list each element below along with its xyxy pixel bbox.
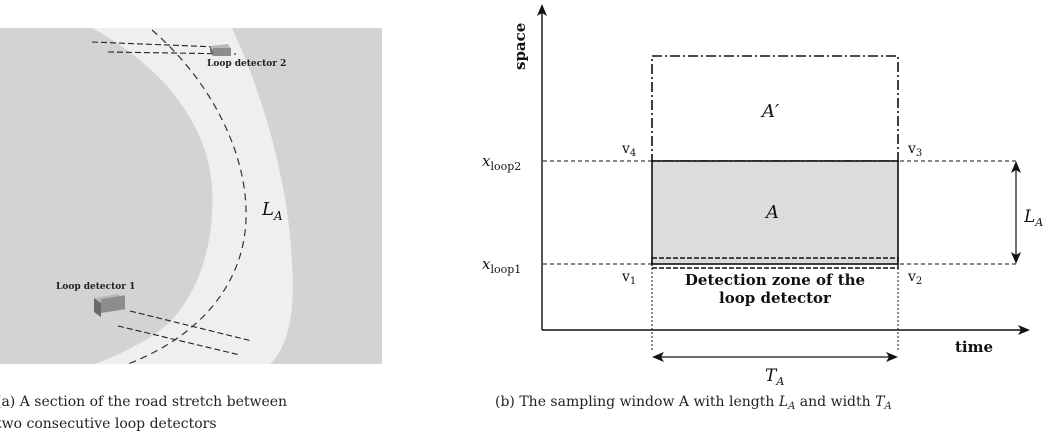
loop1-position-label: xloop1 bbox=[482, 255, 521, 276]
vertex-v2-label: v2 bbox=[907, 269, 922, 287]
caption-a-line1: (a) A section of the road stretch betwee… bbox=[0, 394, 287, 410]
detection-zone-rectangle bbox=[651, 257, 899, 269]
loop-detector-2-label: Loop detector 2 bbox=[207, 59, 286, 69]
road-surface bbox=[92, 28, 293, 364]
caption-b: (b) The sampling window A with length LA… bbox=[495, 394, 892, 412]
loop1-boundary-line bbox=[129, 310, 253, 342]
region-a-label: A bbox=[764, 202, 779, 223]
sampling-window-a bbox=[651, 160, 899, 265]
road-lane-line bbox=[127, 29, 247, 365]
road-length-label: LA bbox=[261, 199, 283, 223]
panel-b-space-time-diagram: space time xloop2 xloop1 v4 v3 v1 v2 A′ … bbox=[482, 4, 1043, 388]
loop-detector-1-icon bbox=[94, 294, 125, 317]
y-axis-label: space bbox=[511, 23, 529, 70]
vertex-v3-label: v3 bbox=[907, 141, 922, 159]
vertex-v4-label: v4 bbox=[621, 141, 636, 159]
region-a-prime-label: A′ bbox=[760, 101, 779, 122]
detection-zone-label-line1: Detection zone of the bbox=[685, 271, 865, 289]
caption-a-line2: two consecutive loop detectors bbox=[0, 416, 217, 432]
vertex-v1-label: v1 bbox=[621, 269, 636, 287]
loop1-boundary-line bbox=[117, 325, 241, 356]
x-axis-label: time bbox=[955, 338, 993, 356]
loop2-boundary-line bbox=[91, 41, 219, 48]
loop2-boundary-line bbox=[107, 51, 237, 55]
width-dimension-label: TA bbox=[765, 366, 784, 388]
panel-a-road-map: Loop detector 2 Loop detector 1 LA bbox=[0, 28, 382, 365]
loop2-position-label: xloop2 bbox=[482, 152, 521, 173]
loop-detector-2-icon bbox=[210, 44, 231, 56]
length-dimension-label: LA bbox=[1023, 207, 1043, 229]
loop-detector-1-label: Loop detector 1 bbox=[56, 282, 135, 292]
detection-zone-label-line2: loop detector bbox=[719, 289, 832, 307]
